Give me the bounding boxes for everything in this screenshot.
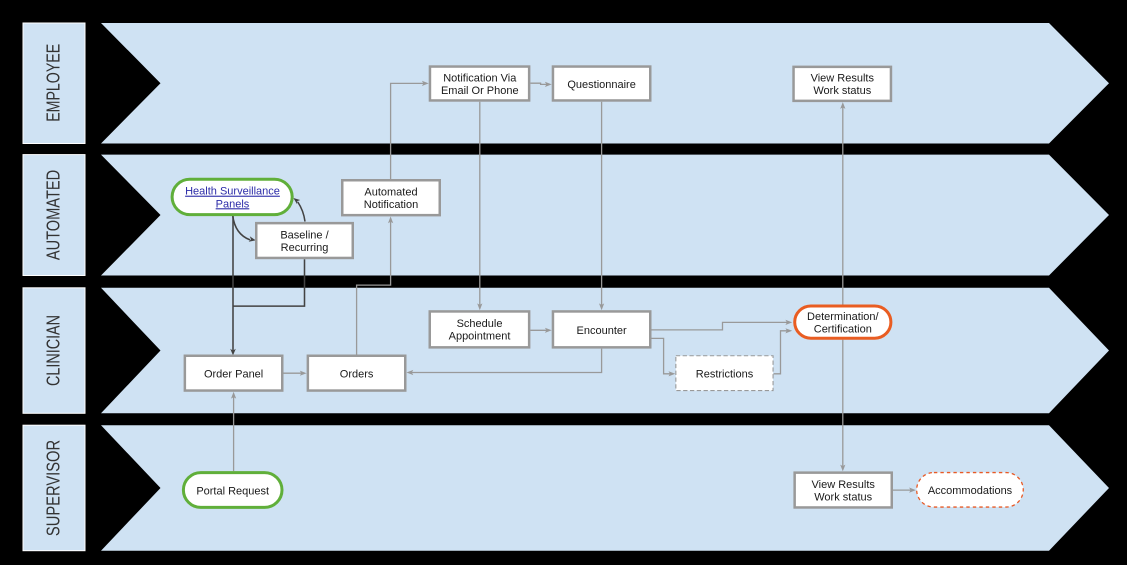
svg-text:EMPLOYEE: EMPLOYEE (44, 44, 64, 122)
svg-text:Encounter: Encounter (577, 325, 627, 337)
svg-text:Health Surveillance: Health Surveillance (185, 186, 280, 198)
svg-text:Orders: Orders (340, 369, 374, 381)
svg-text:CLINICIAN: CLINICIAN (44, 315, 64, 386)
svg-text:Appointment: Appointment (449, 331, 511, 343)
svg-text:Notification: Notification (364, 199, 418, 211)
svg-text:Recurring: Recurring (281, 242, 329, 254)
svg-text:Work status: Work status (813, 85, 871, 97)
svg-text:Email Or Phone: Email Or Phone (441, 85, 519, 97)
svg-text:Schedule: Schedule (457, 318, 503, 330)
svg-text:Certification: Certification (814, 323, 872, 335)
svg-text:Panels: Panels (216, 198, 250, 210)
svg-text:View Results: View Results (812, 479, 876, 491)
svg-text:AUTOMATED: AUTOMATED (44, 170, 64, 260)
svg-text:Determination/: Determination/ (807, 311, 879, 323)
svg-text:Baseline /: Baseline / (280, 229, 329, 241)
svg-text:SUPERVISOR: SUPERVISOR (44, 440, 64, 536)
svg-text:Portal Request: Portal Request (196, 486, 269, 498)
svg-text:Restrictions: Restrictions (696, 368, 754, 380)
svg-text:Questionnaire: Questionnaire (567, 79, 636, 91)
svg-text:Work status: Work status (814, 491, 872, 503)
svg-text:View Results: View Results (811, 73, 875, 85)
svg-text:Notification Via: Notification Via (443, 72, 517, 84)
svg-text:Order Panel: Order Panel (204, 369, 263, 381)
svg-text:Accommodations: Accommodations (928, 485, 1013, 497)
svg-text:Automated: Automated (364, 186, 417, 198)
